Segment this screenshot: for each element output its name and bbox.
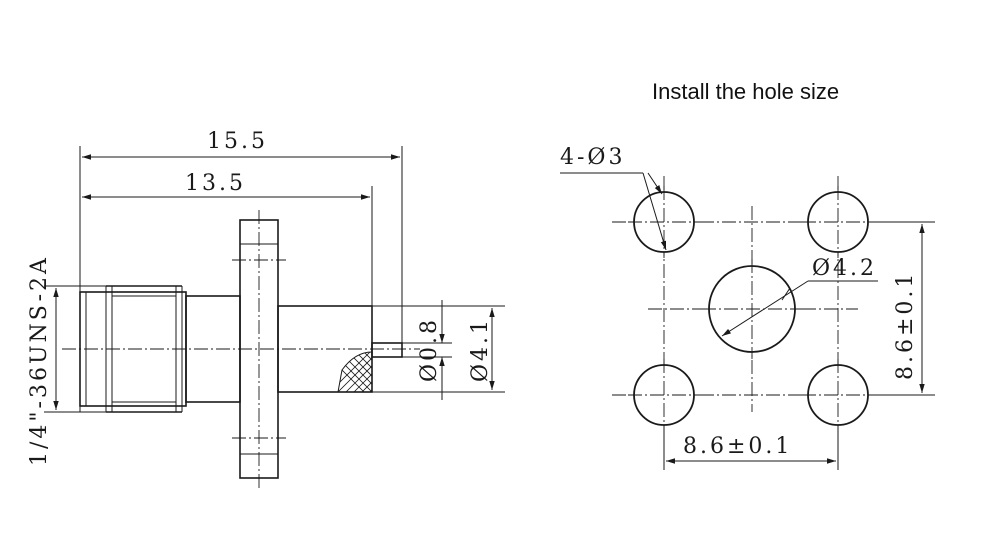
dim-thread: 1/4"-36UNS-2A [27,255,106,466]
dim-vertical-spacing: 8.6±0.1 [870,221,935,396]
rear-insulator [277,305,373,393]
dim-center-hole: Ø4.2 [721,256,878,337]
dim-mounting-holes-label: 4-Ø3 [560,145,625,170]
dim-body-length: 13.5 [82,171,373,306]
dim-pin-diameter: Ø0.8 [402,300,452,400]
dim-horizontal-spacing: 8.6±0.1 [663,428,839,470]
dim-overall-length-label: 15.5 [207,129,268,154]
hole-pattern-caption: Install the hole size [652,79,839,104]
center-pin [371,342,403,358]
dim-mounting-holes: 4-Ø3 [560,145,667,251]
dim-horizontal-spacing-label: 8.6±0.1 [683,434,792,459]
dim-insulator-diameter-label: Ø4.1 [468,317,493,382]
insulator-hatch [338,352,372,392]
dim-pin-diameter-label: Ø0.8 [417,317,442,382]
dim-insulator-diameter: Ø4.1 [372,305,505,393]
panel-hole-pattern: Install the hole size 4-Ø3 [560,79,935,470]
dim-body-length-label: 13.5 [185,171,246,196]
dim-vertical-spacing-label: 8.6±0.1 [893,271,918,380]
connector-side-view: 15.5 13.5 1/4"-36UNS-2A Ø0.8 [27,129,505,488]
dim-overall-length: 15.5 [79,129,403,343]
dim-thread-label: 1/4"-36UNS-2A [27,255,52,466]
dim-center-hole-label: Ø4.2 [812,256,877,281]
